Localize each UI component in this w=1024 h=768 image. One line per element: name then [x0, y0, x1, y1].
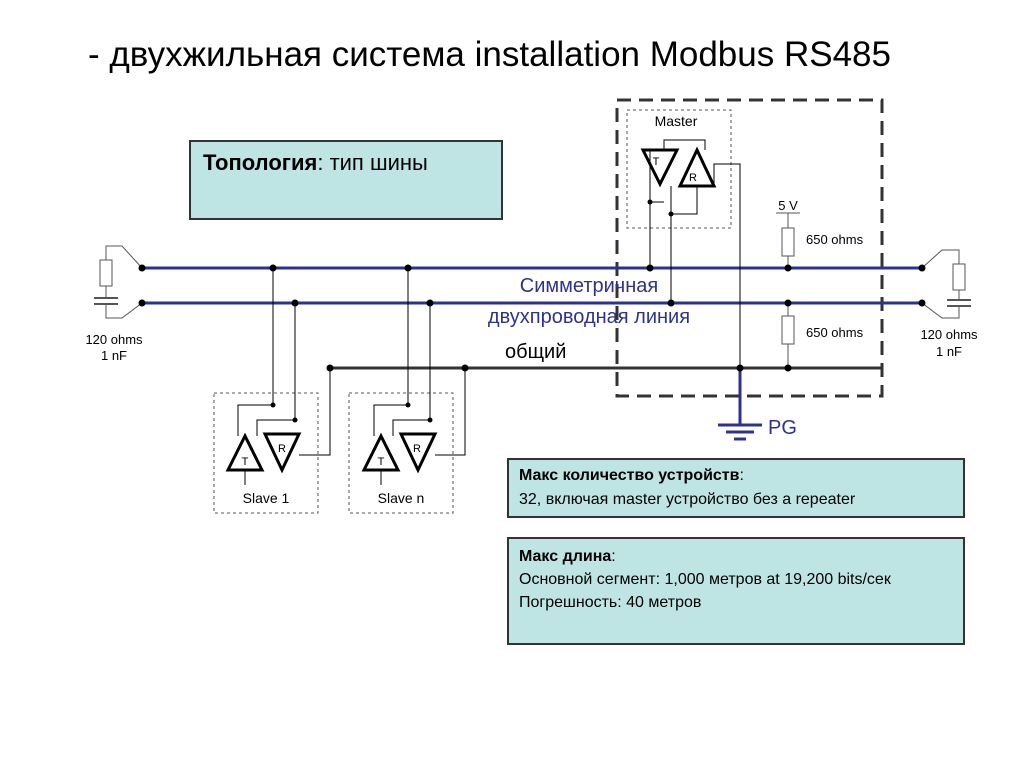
slaven-r-letter: R: [413, 443, 421, 455]
bias-resistors: [776, 212, 800, 368]
master-label: Master: [655, 113, 698, 129]
max-length-box: Макс длина: Основной сегмент: 1,000 метр…: [507, 537, 965, 645]
slave1-box: [213, 392, 319, 514]
topology-value: тип шины: [323, 150, 428, 175]
junction-dots: [138, 199, 926, 423]
max-length-segment: Основной сегмент: 1,000 метров at 19,200…: [519, 571, 891, 588]
master-r-letter: R: [689, 172, 697, 184]
ground-label: PG: [768, 417, 797, 439]
line-label-1: Симметричная: [520, 275, 658, 297]
master-enclosure: [615, 98, 884, 398]
max-devices-box: Макс количество устройств: 32, включая m…: [507, 458, 965, 518]
termination-right: [921, 249, 971, 319]
termination-left-ohms: 120 ohms: [85, 332, 143, 347]
slaven-box: [348, 392, 454, 514]
slave1-transceiver: [225, 268, 331, 485]
max-length-tolerance: Погрешность: 40 метров: [519, 594, 702, 611]
common-label: общий: [505, 341, 566, 363]
max-length-label: Макс длина: [519, 548, 612, 565]
resistor-top-label: 650 ohms: [806, 232, 864, 247]
ground-symbol: [718, 368, 762, 441]
slaven-receiver-triangle: [398, 432, 438, 474]
master-transmitter-triangle: [640, 148, 680, 188]
slaven-t-letter: T: [378, 456, 385, 468]
topology-box: Топология: тип шины: [189, 140, 503, 220]
slaven-label: Slave n: [378, 490, 425, 506]
termination-left: [94, 245, 143, 319]
slide-title: - двухжильная система installation Modbu…: [88, 35, 891, 74]
termination-left-capacitance: 1 nF: [101, 348, 127, 363]
max-length-separator: :: [611, 548, 616, 565]
resistor-bottom-label: 650 ohms: [806, 325, 864, 340]
slave1-t-letter: T: [242, 456, 249, 468]
master-box: [626, 109, 732, 229]
topology-label: Топология: [203, 150, 318, 175]
max-devices-separator: :: [739, 467, 744, 484]
line-label-2: двухпроводная линия: [488, 306, 690, 328]
topology-separator: :: [317, 150, 324, 175]
slaven-transceiver: [361, 268, 466, 485]
slave1-receiver-triangle: [262, 432, 302, 474]
max-devices-value: 32, включая master устройство без a repe…: [519, 491, 856, 508]
termination-right-ohms: 120 ohms: [920, 327, 978, 342]
termination-right-capacitance: 1 nF: [936, 344, 962, 359]
master-t-letter: T: [653, 156, 660, 168]
master-transceiver: [640, 139, 741, 368]
master-receiver-triangle: [677, 146, 717, 188]
slave1-r-letter: R: [278, 443, 286, 455]
max-devices-label: Макс количество устройств: [519, 467, 740, 484]
slave1-label: Slave 1: [243, 490, 290, 506]
voltage-label: 5 V: [778, 198, 798, 213]
